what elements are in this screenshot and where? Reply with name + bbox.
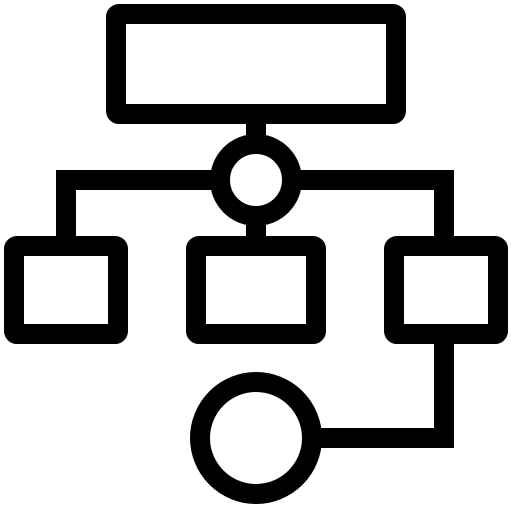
connector-hub-to-right	[292, 170, 454, 246]
connector-hub-to-left	[56, 170, 220, 246]
middle-box	[186, 236, 326, 344]
right-box	[384, 236, 508, 344]
nodes	[4, 4, 508, 504]
left-box	[4, 236, 128, 344]
hub-circle	[210, 134, 302, 226]
top-box	[106, 4, 406, 124]
connector-right-to-bottom	[314, 334, 454, 448]
bottom-circle	[190, 372, 322, 504]
